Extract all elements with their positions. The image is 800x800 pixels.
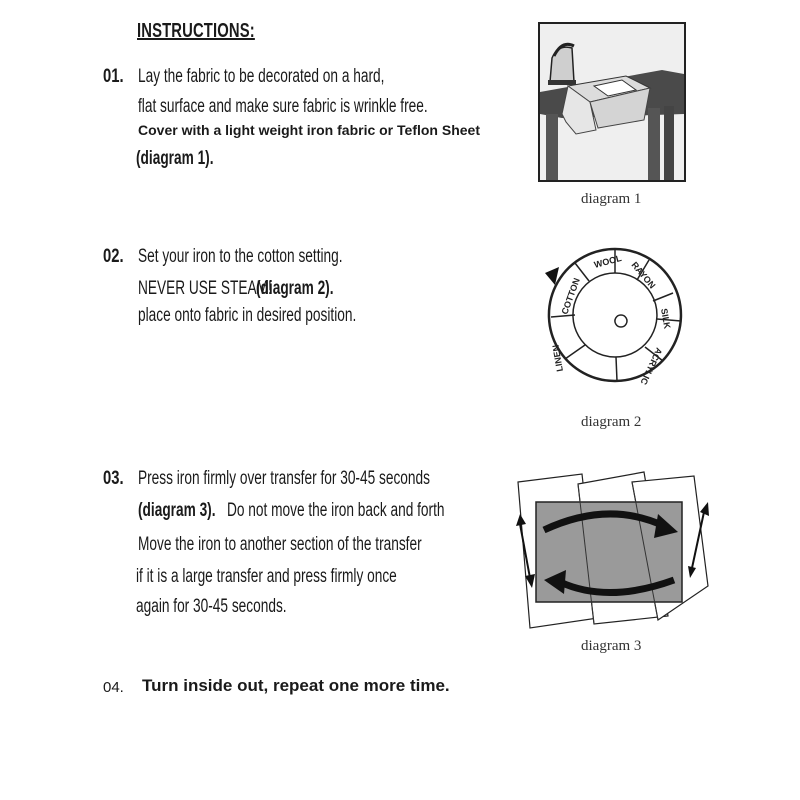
diagram-3-illustration	[516, 471, 709, 629]
step-02-line-1: Set your iron to the cotton setting.	[138, 246, 343, 267]
step-01-line-3: Cover with a light weight iron fabric or…	[138, 122, 480, 138]
step-03-line-1: Press iron firmly over transfer for 30-4…	[138, 468, 430, 489]
step-03-line-3: Move the iron to another section of the …	[138, 534, 422, 555]
dial-label-linen: LINEN	[550, 344, 565, 372]
step-02-line-2b: (diagram 2).	[256, 278, 334, 299]
step-01-line-1: Lay the fabric to be decorated on a hard…	[138, 66, 385, 87]
diagram-1-caption: diagram 1	[581, 191, 642, 207]
step-03-line-2b: Do not move the iron back and forth	[227, 500, 445, 521]
step-number-04: 04.	[103, 679, 124, 696]
diagram-2-caption: diagram 2	[581, 414, 642, 430]
diagram-1-illustration	[538, 22, 686, 182]
step-02-line-2: NEVER USE STEAM!	[138, 278, 272, 299]
step-04-line-1: Turn inside out, repeat one more time.	[142, 676, 450, 695]
step-03-line-5: again for 30-45 seconds.	[136, 596, 287, 617]
diagram-2-dial: COTTON WOOL RAYON SILK ACRYLIC LINEN	[545, 247, 683, 387]
step-02-line-3: place onto fabric in desired position.	[138, 305, 357, 326]
dial-label-silk: SILK	[659, 308, 672, 330]
step-number-02: 02.	[103, 246, 124, 267]
step-03-line-2: (diagram 3).	[138, 500, 216, 521]
instructions-title: INSTRUCTIONS:	[137, 20, 255, 42]
diagram-3-caption: diagram 3	[581, 638, 642, 654]
step-number-01: 01.	[103, 66, 124, 87]
step-01-line-4: (diagram 1).	[136, 148, 214, 169]
step-03-line-4: if it is a large transfer and press firm…	[136, 566, 397, 587]
step-01-line-2: flat surface and make sure fabric is wri…	[138, 96, 428, 117]
step-number-03: 03.	[103, 468, 124, 489]
